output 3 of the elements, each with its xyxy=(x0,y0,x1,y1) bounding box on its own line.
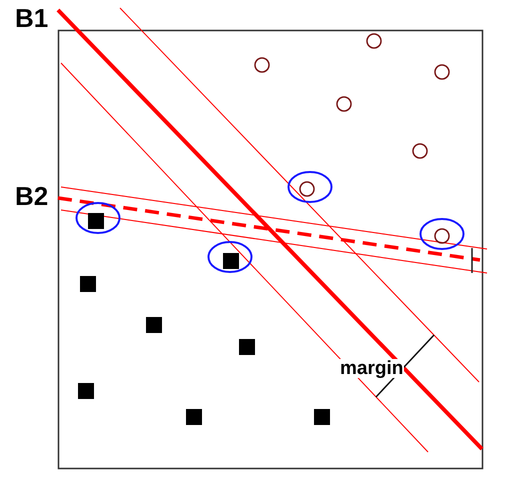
boundary-label: B2 xyxy=(15,183,48,209)
margin-label: margin xyxy=(339,359,404,378)
boundary-label: B1 xyxy=(15,5,48,31)
